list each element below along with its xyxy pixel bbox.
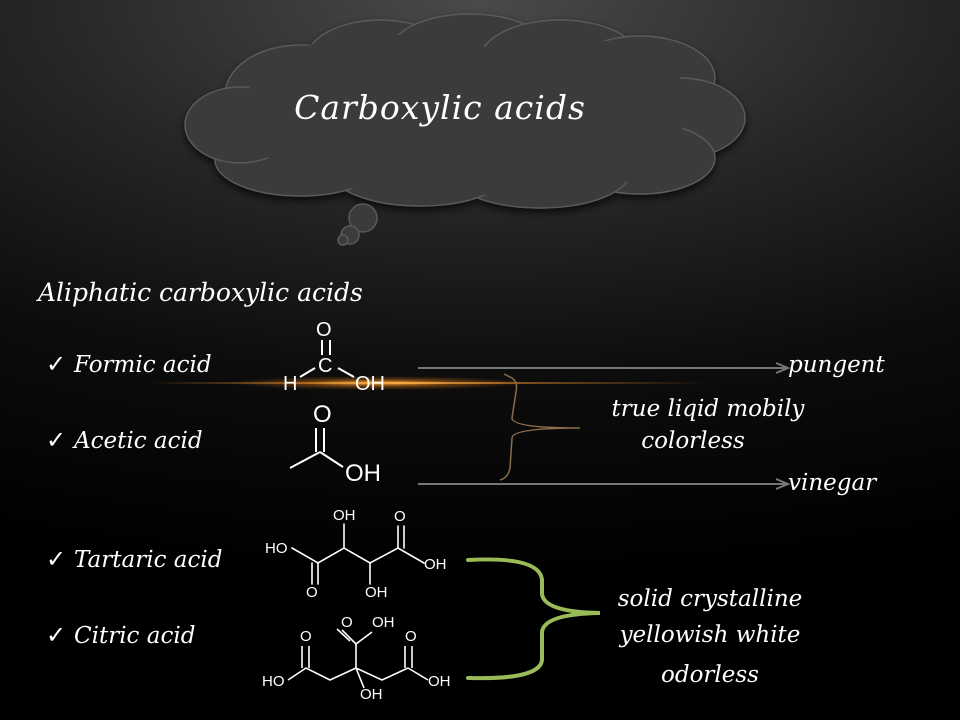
tartaric-oh-top: OH [333, 507, 356, 524]
tartaric-o-bottom: O [306, 584, 318, 601]
citric-o-top1: O [300, 628, 312, 645]
tartaric-oh-bottom: OH [365, 584, 388, 601]
arrow-right-icon [418, 478, 791, 490]
tartaric-oh-right: OH [424, 556, 447, 573]
prop-solid-line3: odorless [661, 662, 759, 688]
checkmark-icon: ✓ [46, 545, 67, 573]
checkmark-icon: ✓ [46, 621, 67, 649]
citric-oh-top: OH [372, 614, 395, 631]
thought-cloud-icon [184, 13, 746, 246]
formic-o-label: O [316, 319, 332, 341]
curly-brace-icon [499, 373, 581, 481]
formic-acid-structure: O C H OH [283, 319, 385, 395]
tartaric-o-top: O [394, 508, 406, 525]
formic-oh-label: OH [355, 373, 385, 395]
acid-tartaric: Tartaric acid [74, 547, 223, 573]
citric-oh-right: OH [428, 673, 451, 690]
formic-h-label: H [283, 373, 297, 395]
acetic-oh-label: OH [345, 460, 381, 487]
checkmark-icon: ✓ [46, 426, 67, 454]
acid-citric: Citric acid [74, 623, 196, 649]
tartaric-ho-left: HO [265, 540, 288, 557]
curly-brace-icon [466, 557, 601, 681]
citric-o-top2: O [405, 628, 417, 645]
citric-ho-left: HO [262, 673, 285, 690]
acetic-o-label: O [313, 401, 332, 428]
arrow-right-icon [418, 362, 791, 374]
acid-formic: Formic acid [74, 352, 212, 378]
prop-liquid-line1: true liqid mobily [611, 396, 805, 422]
acetic-acid-structure: O OH [289, 401, 381, 487]
prop-solid-line1: solid crystalline [617, 586, 803, 612]
prop-pungent: pungent [788, 352, 885, 378]
citric-o-mid: O [341, 614, 353, 631]
citric-acid-structure: O OH O HO OH OH O [262, 614, 451, 703]
checkmark-icon: ✓ [46, 350, 67, 378]
prop-vinegar: vinegar [788, 470, 877, 496]
formic-c-label: C [318, 355, 332, 377]
prop-solid-line2: yellowish white [619, 622, 801, 648]
glow-highlight [230, 376, 530, 390]
prop-liquid-line2: colorless [641, 428, 745, 454]
slide-title: Carboxylic acids [294, 88, 586, 127]
tartaric-acid-structure: OH O HO OH O OH [265, 507, 447, 601]
acid-acetic: Acetic acid [74, 428, 203, 454]
citric-oh-bottom: OH [360, 686, 383, 703]
subtitle: Aliphatic carboxylic acids [38, 278, 363, 307]
